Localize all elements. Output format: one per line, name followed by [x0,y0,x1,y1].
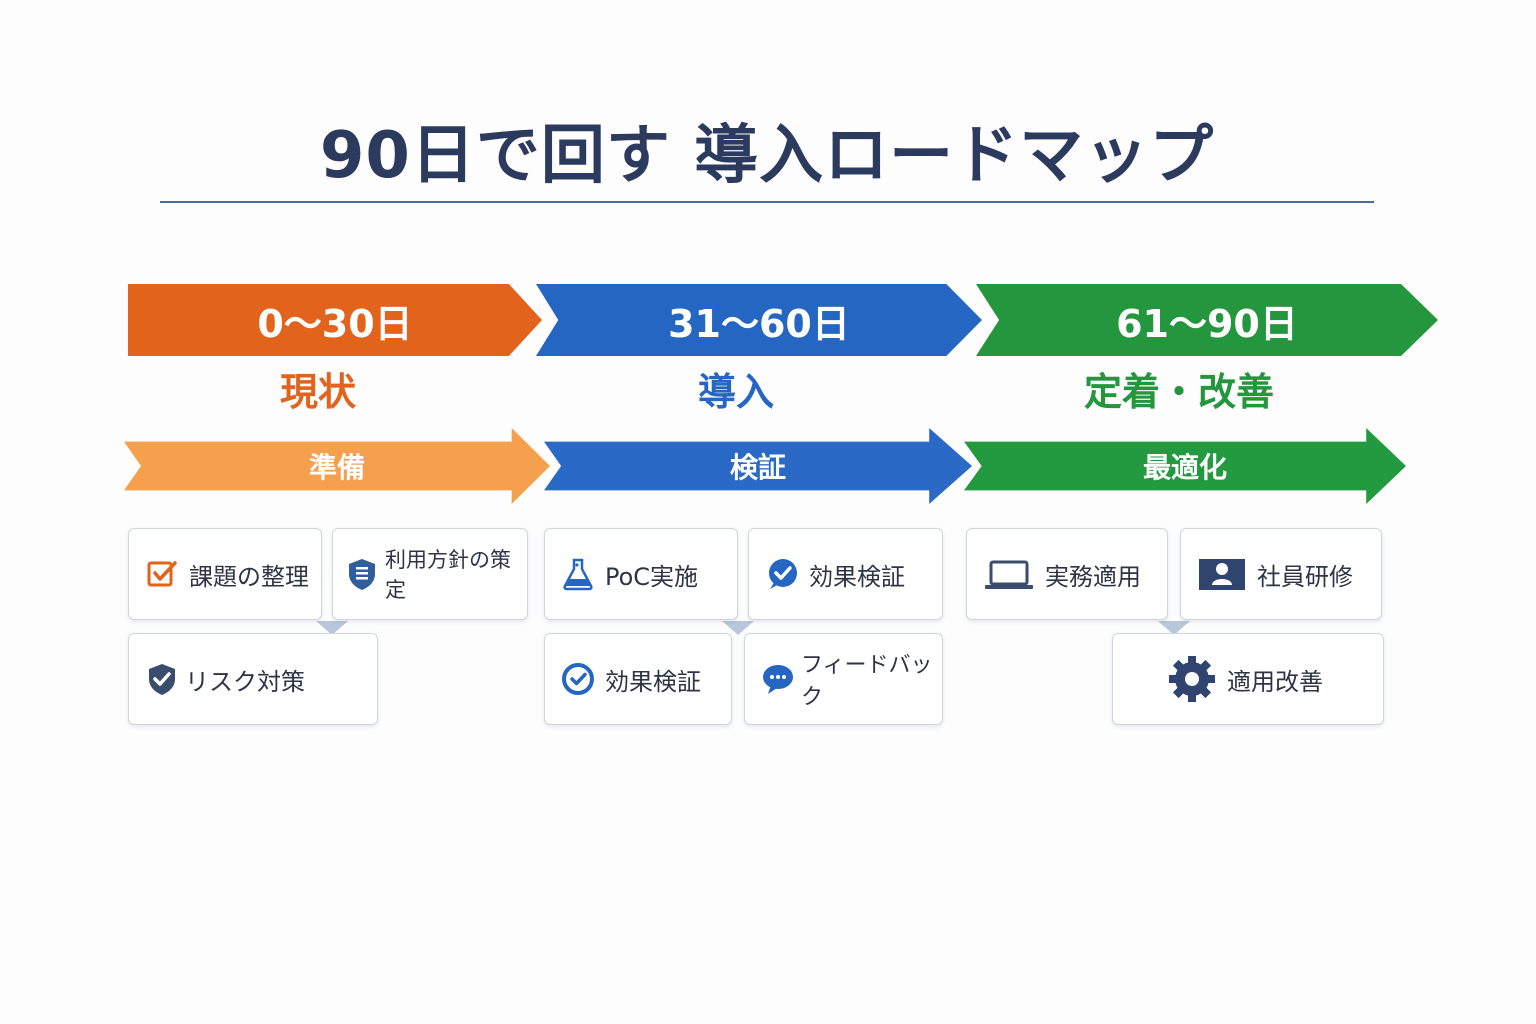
phase-1-connector [316,621,348,635]
shield-check-icon [145,662,179,696]
task-card-risk-measures[interactable]: リスク対策 [128,633,378,725]
phase-2-range: 31〜60日 [668,301,850,346]
check-bubble-icon [765,557,799,591]
task-card-effect-verification-2[interactable]: 効果検証 [544,633,732,725]
task-label: 課題の整理 [189,562,309,591]
checkbox-icon [145,557,179,591]
training-icon [1197,557,1247,591]
page-title: 90日で回す 導入ロードマップ [319,119,1215,193]
task-card-issue-organizing[interactable]: 課題の整理 [128,528,322,620]
task-label: リスク対策 [185,667,305,696]
task-label: 利用方針の策定 [385,548,511,602]
phase-2-connector [722,621,754,635]
chat-bubble-icon [761,662,795,696]
task-card-employee-training[interactable]: 社員研修 [1180,528,1382,620]
phase-2-range-arrow: 31〜60日 [536,284,982,356]
task-card-application-improvement[interactable]: 適用改善 [1112,633,1384,725]
gear-icon [1167,656,1217,702]
phase-1-name: 現状 [279,370,356,414]
phase-1-step: 準備 [308,451,365,484]
task-label: 適用改善 [1227,667,1323,696]
title-divider [160,201,1374,203]
task-card-poc[interactable]: PoC実施 [544,528,738,620]
shield-document-icon [345,557,379,591]
phase-3-connector [1158,621,1190,635]
phase-2-step-arrow: 検証 [544,428,972,504]
phase-2-step: 検証 [729,451,786,484]
phase-3-range-arrow: 61〜90日 [976,284,1438,356]
flask-icon [561,557,595,591]
phase-3-range: 61〜90日 [1116,301,1298,346]
task-card-practical-application[interactable]: 実務適用 [966,528,1168,620]
phase-3-name: 定着・改善 [1083,370,1274,414]
phase-2-name: 導入 [697,370,774,414]
phase-1-step-arrow: 準備 [124,428,550,504]
phase-3-step-arrow: 最適化 [964,428,1406,504]
phase-3-step: 最適化 [1142,451,1227,484]
task-label: フィードバック [801,653,933,710]
task-label: 効果検証 [605,667,701,696]
task-card-feedback[interactable]: フィードバック [744,633,943,725]
laptop-icon [983,557,1035,591]
phase-1-range: 0〜30日 [257,301,413,346]
task-card-effect-verification[interactable]: 効果検証 [748,528,943,620]
task-card-usage-policy[interactable]: 利用方針の策定 [332,528,528,620]
check-circle-icon [561,662,595,696]
phase-1-range-arrow: 0〜30日 [128,284,542,356]
task-label: 実務適用 [1045,562,1141,591]
task-label: 社員研修 [1257,562,1353,591]
task-label: PoC実施 [605,562,699,591]
task-label: 効果検証 [809,562,905,591]
